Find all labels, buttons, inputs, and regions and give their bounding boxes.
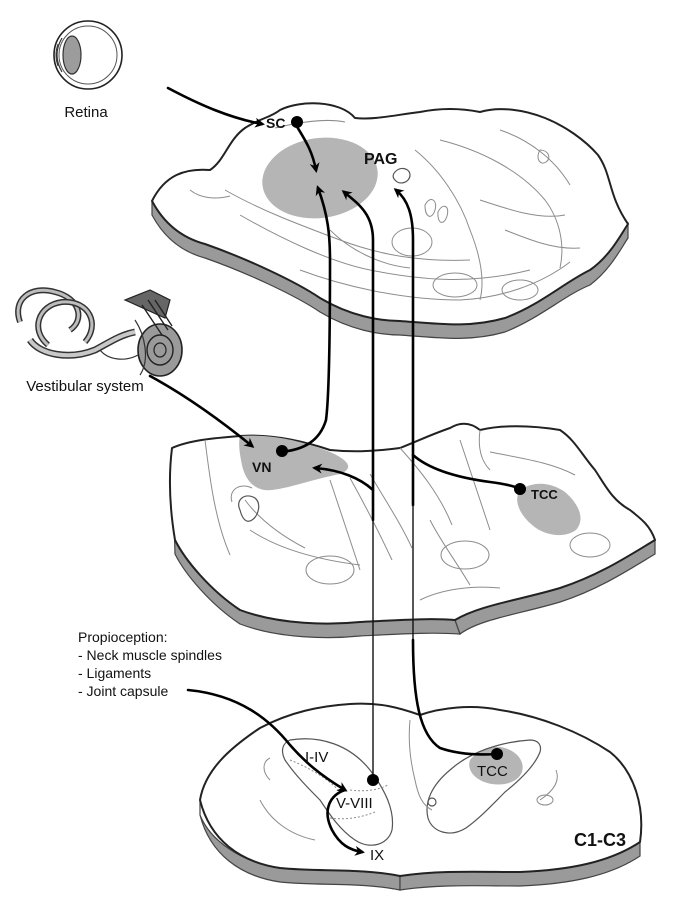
sc-label: SC	[266, 115, 285, 131]
lamina-node	[367, 774, 379, 786]
vn-node	[276, 445, 288, 457]
tcc-mid-label: TCC	[531, 487, 558, 502]
proprioception-item: - Joint capsule	[78, 683, 168, 699]
lamina-i-iv-label: I-IV	[305, 749, 328, 766]
sc-node	[291, 116, 303, 128]
proprioception-title: Propioception:	[78, 629, 168, 645]
spinal-level-label: C1-C3	[574, 830, 626, 850]
retina-label: Retina	[64, 104, 108, 121]
vn-label: VN	[252, 459, 271, 475]
proprioception-item: - Ligaments	[78, 665, 151, 681]
retina-to-sc-arrow	[168, 88, 262, 124]
lamina-v-viii-label: V-VIII	[336, 795, 373, 812]
tcc-spinal-label: TCC	[477, 763, 508, 780]
tcc-spinal-node	[491, 748, 503, 760]
spinal-cord-section	[200, 704, 641, 890]
proprioception-item: - Neck muscle spindles	[78, 647, 222, 663]
inner-ear-icon	[18, 290, 182, 376]
midbrain-section	[152, 103, 628, 338]
tcc-mid-node	[514, 483, 526, 495]
lamina-ix-label: IX	[370, 847, 384, 864]
pag-label: PAG	[364, 151, 397, 168]
vestibular-system-label: Vestibular system	[26, 378, 144, 395]
eye-icon	[54, 21, 122, 89]
